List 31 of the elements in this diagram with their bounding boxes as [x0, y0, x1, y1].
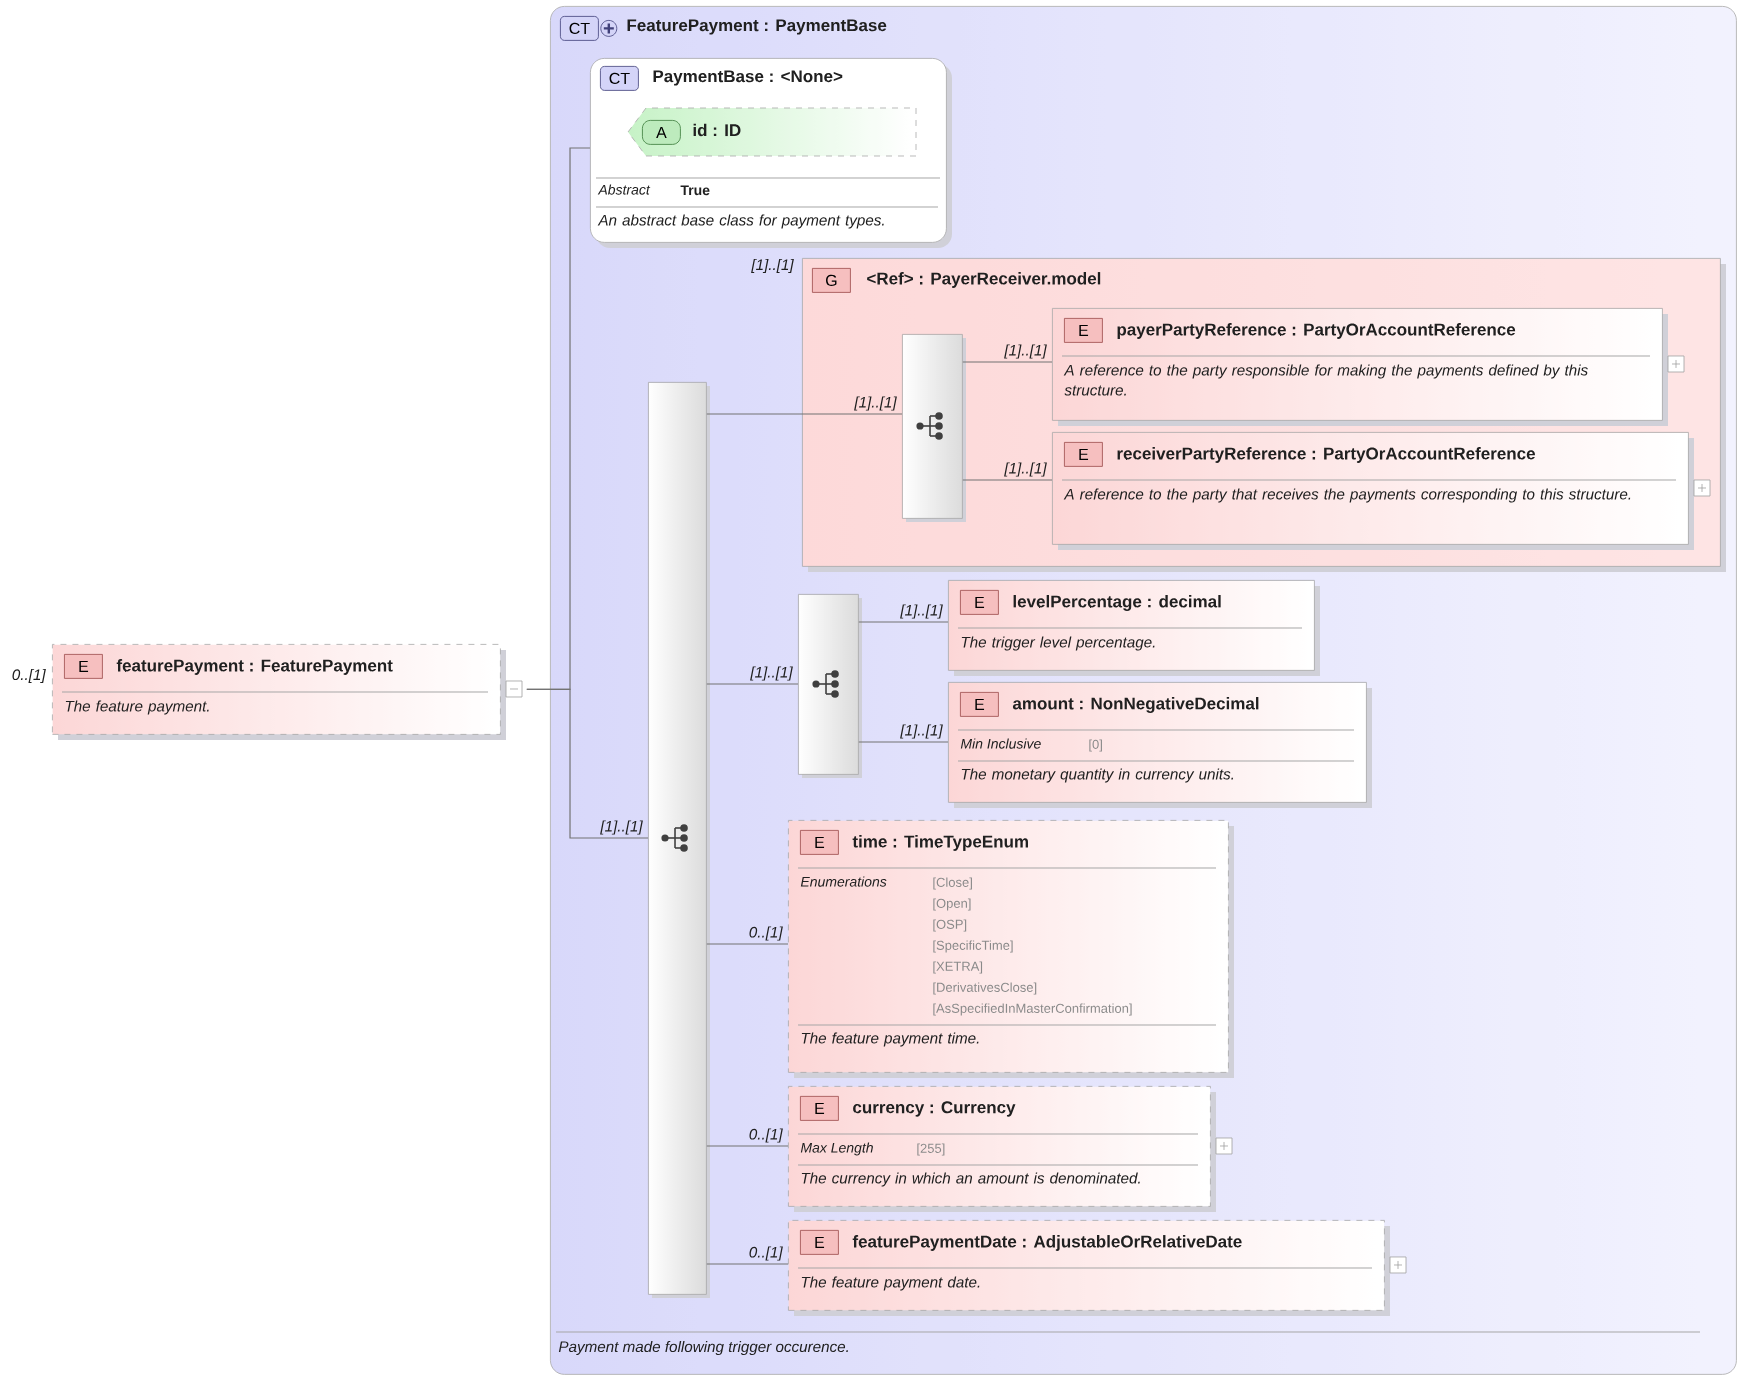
element-box — [948, 580, 1320, 676]
element-title: PaymentBase : <None> — [653, 70, 843, 86]
connector-line — [858, 621, 949, 623]
sequence-bar — [902, 334, 966, 522]
connector-line — [962, 479, 1053, 481]
type-badge: E — [960, 692, 999, 717]
element-title: levelPercentage : decimal — [1013, 595, 1221, 611]
element-title: <Ref> : PayerReceiver.model — [867, 272, 1101, 288]
sequence-bar — [798, 594, 862, 778]
type-badge: E — [800, 830, 839, 855]
connector-line — [706, 1263, 789, 1265]
connector-line — [706, 943, 789, 945]
connector-line — [962, 361, 1053, 363]
connector-line — [706, 1145, 789, 1147]
element-title: id : ID — [693, 123, 741, 137]
element-title: FeaturePayment : PaymentBase — [627, 19, 887, 35]
connector-line — [706, 413, 903, 415]
connector-line — [858, 741, 949, 743]
type-badge: A — [642, 120, 681, 145]
element-box — [788, 820, 1234, 1078]
element-title: time : TimeTypeEnum — [852, 835, 1028, 851]
type-badge: CT — [600, 66, 639, 91]
type-badge: G — [812, 268, 851, 293]
type-badge: E — [960, 590, 999, 615]
connector-line — [706, 683, 799, 685]
connector-line — [526, 688, 649, 839]
type-badge: CT — [560, 16, 618, 41]
element-box — [948, 682, 1372, 808]
attribute-box — [627, 107, 917, 157]
sequence-bar — [648, 382, 710, 1298]
element-title: amount : NonNegativeDecimal — [1012, 697, 1259, 713]
